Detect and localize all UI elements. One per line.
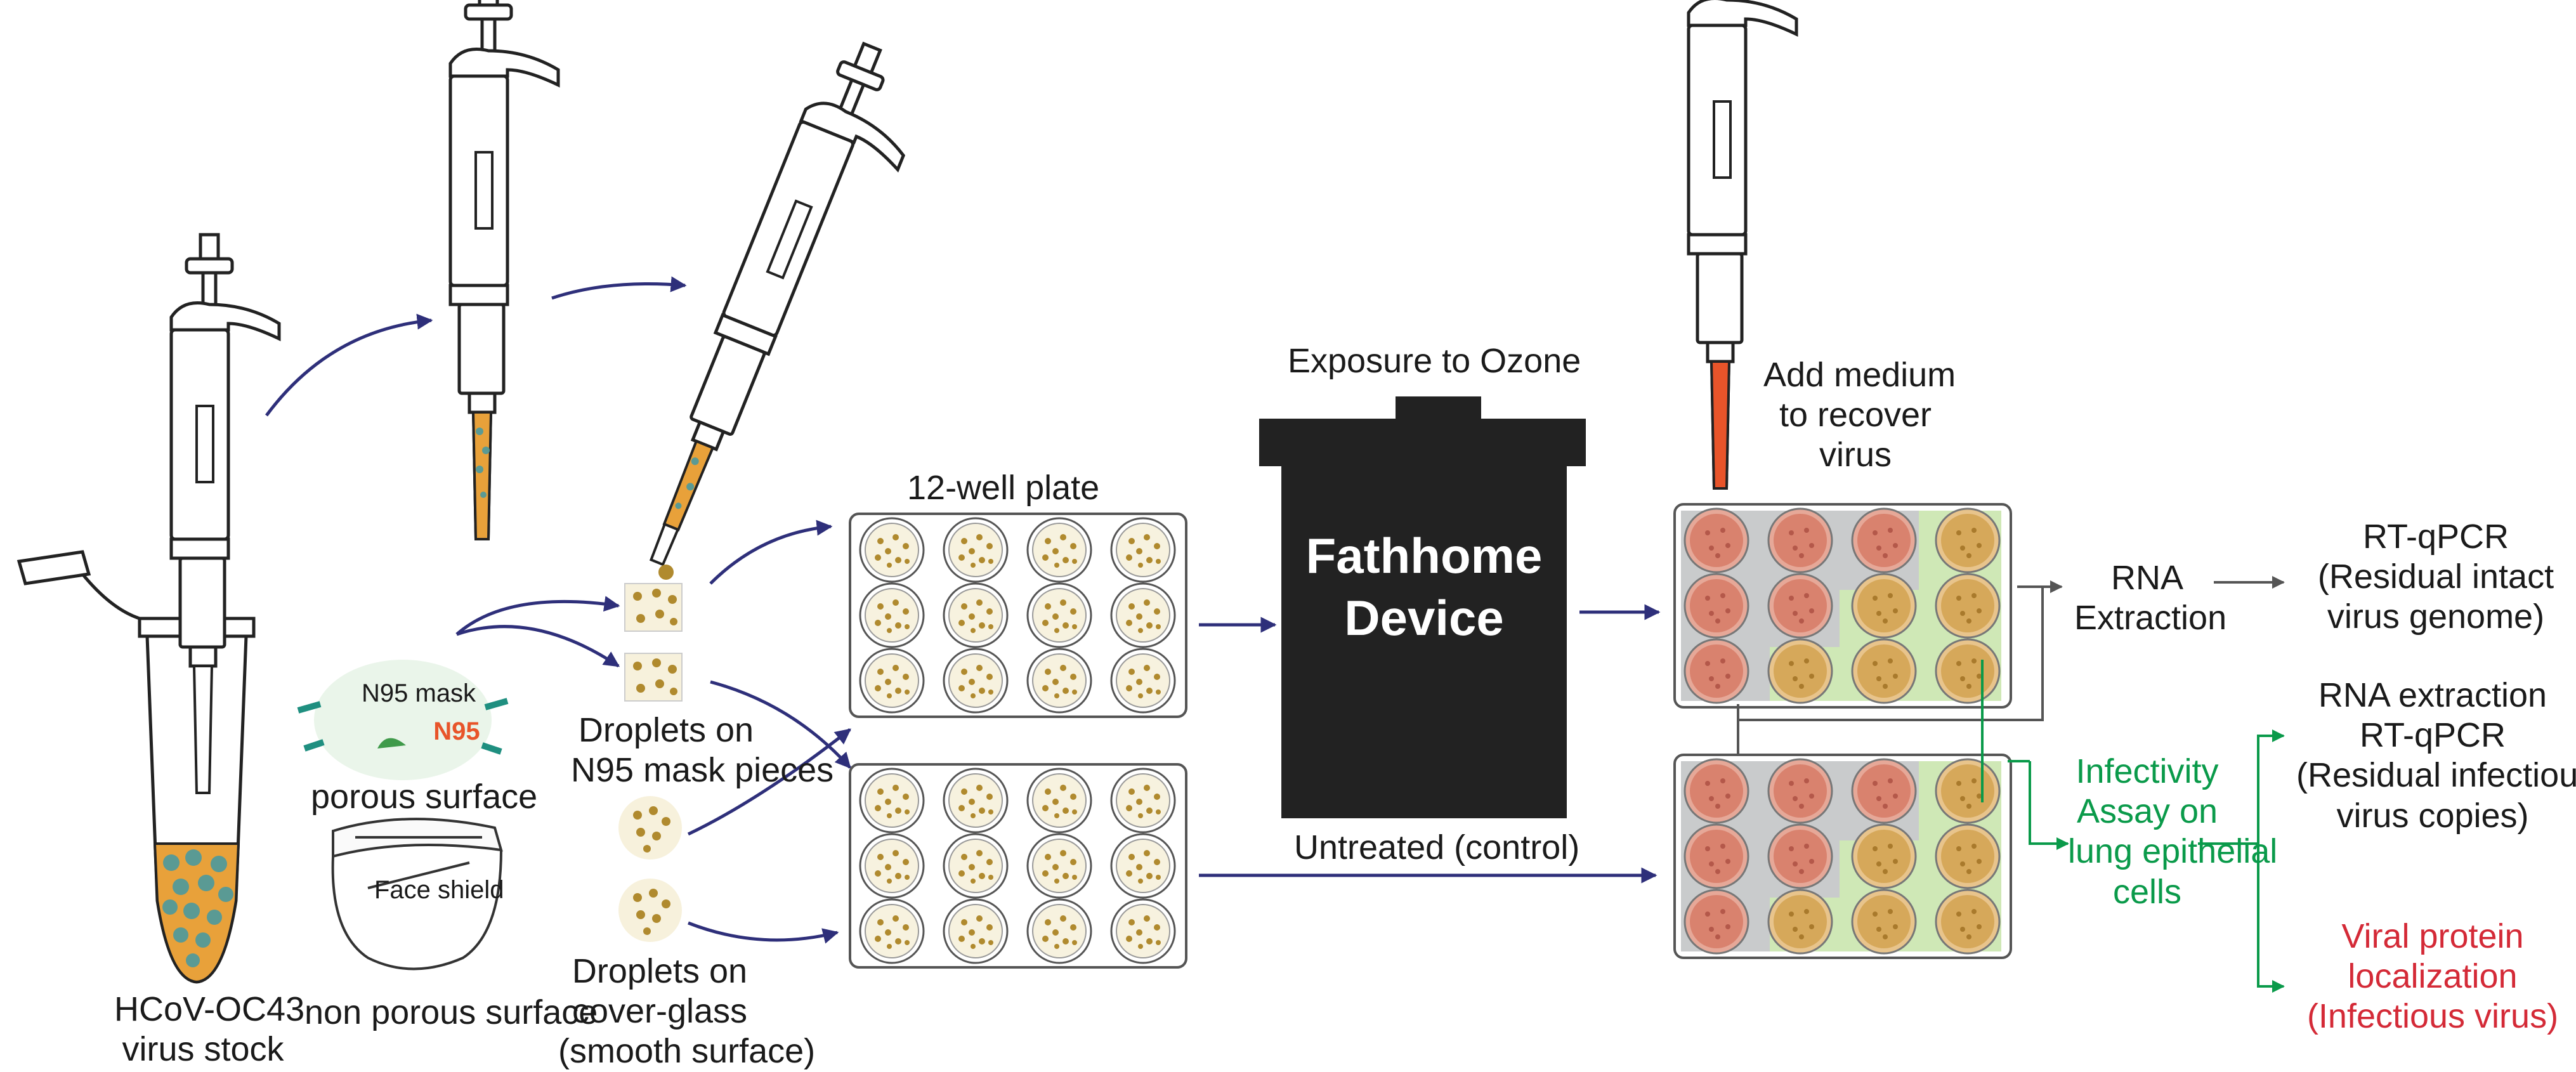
well bbox=[1767, 823, 1833, 889]
well bbox=[1935, 507, 2001, 573]
well bbox=[1110, 582, 1176, 648]
well bbox=[1026, 898, 1092, 964]
pipette-icon bbox=[1689, 0, 1796, 488]
well bbox=[859, 648, 925, 714]
well bbox=[1684, 507, 1749, 573]
well bbox=[943, 833, 1009, 899]
well bbox=[1684, 758, 1749, 824]
well bbox=[1026, 768, 1092, 833]
well bbox=[943, 648, 1009, 714]
well bbox=[1684, 638, 1749, 704]
porous-surface-label: porous surface bbox=[311, 778, 538, 816]
n95-mask-label: N95 mask bbox=[362, 679, 476, 707]
well bbox=[859, 582, 925, 648]
non-porous-surface-label: non porous surface bbox=[304, 993, 598, 1031]
well bbox=[943, 517, 1009, 583]
well bbox=[859, 517, 925, 583]
well bbox=[943, 768, 1009, 833]
face-shield-icon bbox=[331, 818, 503, 971]
well bbox=[1851, 573, 1917, 639]
well bbox=[1935, 758, 2001, 824]
well bbox=[859, 898, 925, 964]
droplet-icon bbox=[658, 565, 674, 580]
well bbox=[859, 833, 925, 899]
well bbox=[859, 768, 925, 833]
pipette-icon bbox=[627, 33, 936, 591]
well bbox=[1851, 889, 1917, 955]
well bbox=[1110, 768, 1176, 833]
well bbox=[1851, 823, 1917, 889]
well bbox=[1684, 889, 1749, 955]
well bbox=[1935, 823, 2001, 889]
exposure-label: Exposure to Ozone bbox=[1288, 342, 1581, 380]
well bbox=[1767, 507, 1833, 573]
cover-glass-sample bbox=[618, 796, 682, 860]
well bbox=[1684, 573, 1749, 639]
n95-mask-icon bbox=[297, 660, 509, 780]
well bbox=[1026, 517, 1092, 583]
well-plate-icon bbox=[849, 763, 1187, 969]
well bbox=[1110, 898, 1176, 964]
face-shield-label: Face shield bbox=[374, 876, 504, 904]
well bbox=[1026, 833, 1092, 899]
well-plate-icon bbox=[1673, 503, 2012, 709]
mask-piece-sample bbox=[624, 583, 683, 632]
well bbox=[1110, 517, 1176, 583]
well bbox=[1110, 833, 1176, 899]
plate-title: 12-well plate bbox=[907, 469, 1100, 507]
well bbox=[1767, 889, 1833, 955]
well-plate-icon bbox=[849, 513, 1187, 718]
well bbox=[1026, 582, 1092, 648]
well bbox=[1767, 573, 1833, 639]
well bbox=[1110, 648, 1176, 714]
untreated-label: Untreated (control) bbox=[1294, 828, 1580, 866]
well bbox=[1935, 573, 2001, 639]
well bbox=[1767, 758, 1833, 824]
n95-logo-label: N95 bbox=[433, 717, 480, 745]
well bbox=[1935, 889, 2001, 955]
well bbox=[1026, 648, 1092, 714]
well bbox=[1851, 507, 1917, 573]
well bbox=[1851, 638, 1917, 704]
mask-piece-sample bbox=[624, 653, 683, 702]
well bbox=[943, 582, 1009, 648]
well bbox=[1935, 638, 2001, 704]
well bbox=[943, 898, 1009, 964]
well bbox=[1767, 638, 1833, 704]
well bbox=[1851, 758, 1917, 824]
cover-glass-sample bbox=[618, 879, 682, 942]
well bbox=[1684, 823, 1749, 889]
ozone-device-icon bbox=[1259, 396, 1586, 818]
well-plate-icon bbox=[1673, 754, 2012, 959]
pipette-icon bbox=[450, 0, 558, 539]
